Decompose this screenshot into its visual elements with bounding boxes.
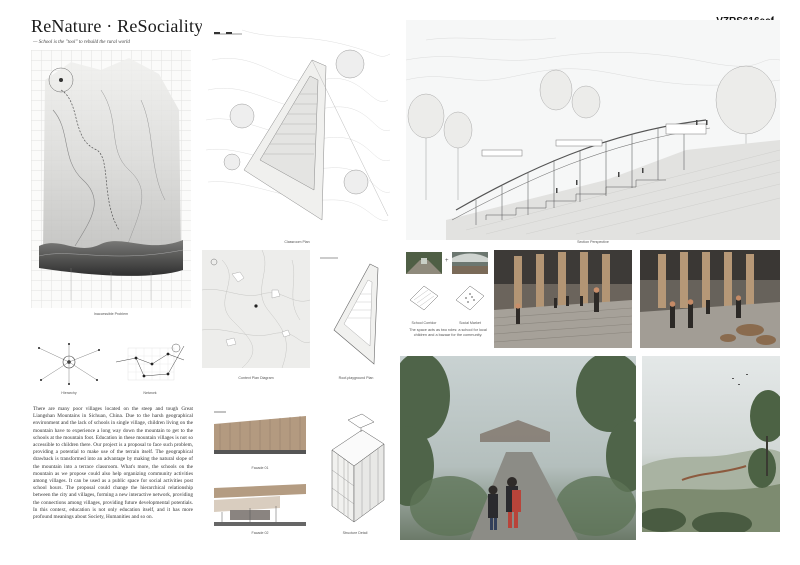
exterior-render-landscape [642, 356, 780, 532]
section-perspective [406, 20, 780, 240]
project-description: There are many poor villages located on … [33, 406, 193, 521]
caption-social-market: Social Market [459, 321, 481, 325]
hierarchy-diagram [31, 340, 107, 388]
page-title: ReNature · ReSociality [31, 16, 204, 36]
caption-roof-playground-plan: Roof-playground Plan [338, 376, 374, 380]
network-diagram [110, 340, 190, 388]
inaccessible-problem-map [31, 50, 191, 308]
classroom-plan [202, 20, 392, 242]
caption-facade-02: Facade 02 [251, 531, 269, 535]
caption-inaccessible-problem-label: Inaccessible Problem [93, 312, 129, 316]
exterior-render-path [400, 356, 636, 540]
caption-structure-detail: Structure Detail [342, 531, 368, 535]
caption-classroom-plan: Classroom Plan [284, 240, 310, 244]
roof-playground-plan [316, 250, 396, 368]
caption-context-plan-diagram: Context Plan Diagram [238, 376, 274, 380]
facade-02 [210, 478, 310, 530]
interior-render-market [640, 250, 780, 348]
corridor-diagram [406, 280, 442, 316]
terrain-map-svg [38, 58, 184, 300]
caption-hierarchy: Hierarchy [61, 391, 77, 395]
facade-01 [210, 410, 310, 462]
page-subtitle: — School is the "tool" to rebuild the ru… [33, 40, 130, 45]
market-thumbnail [452, 252, 488, 274]
caption-network: Network [143, 391, 157, 395]
space-note: The space acts as two roles: a school fo… [409, 328, 487, 337]
caption-section-perspective: Section Perspective [577, 240, 609, 244]
caption-school-corridor: School Corridor [411, 321, 437, 325]
section-perspective-svg [406, 20, 780, 240]
context-plan-diagram [202, 250, 310, 368]
interior-render-corridor [494, 250, 632, 348]
caption-facade-01: Facade 01 [251, 466, 269, 470]
plus-sign: + [445, 258, 449, 264]
structure-detail [318, 410, 392, 528]
corridor-thumbnail [406, 252, 442, 274]
market-diagram [452, 280, 488, 316]
